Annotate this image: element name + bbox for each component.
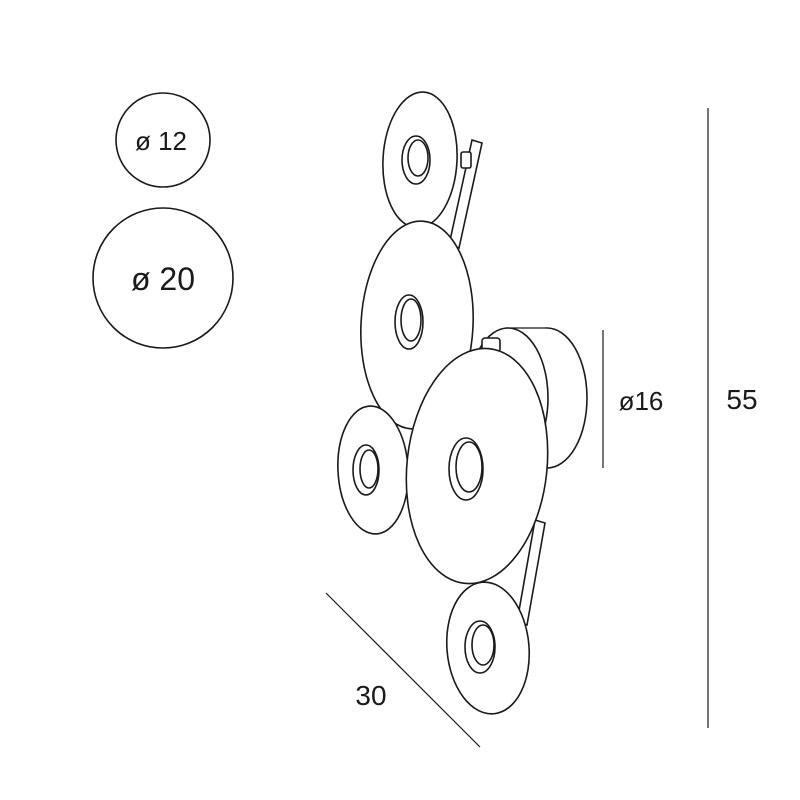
dimension-base-diameter: ø16 (602, 330, 664, 468)
legend-large-diameter-label: ø 20 (131, 261, 195, 297)
support-rod-upper (448, 138, 483, 250)
depth-label: 30 (355, 680, 386, 711)
disc-left-small (337, 405, 409, 535)
lamp-drawing (337, 91, 588, 715)
legend-small-diameter-label: ø 12 (135, 126, 187, 156)
disc-large-front (405, 347, 549, 585)
disc-top-small (382, 91, 458, 229)
dimension-depth: 30 (325, 592, 481, 748)
legend-small-disc: ø 12 (115, 92, 211, 188)
disc-bottom-small (445, 581, 531, 715)
dimension-height: 55 (707, 108, 758, 728)
legend-large-disc: ø 20 (92, 207, 234, 349)
base-diameter-label: ø16 (619, 386, 664, 416)
support-rod-lower (516, 518, 546, 627)
height-label: 55 (726, 384, 757, 415)
